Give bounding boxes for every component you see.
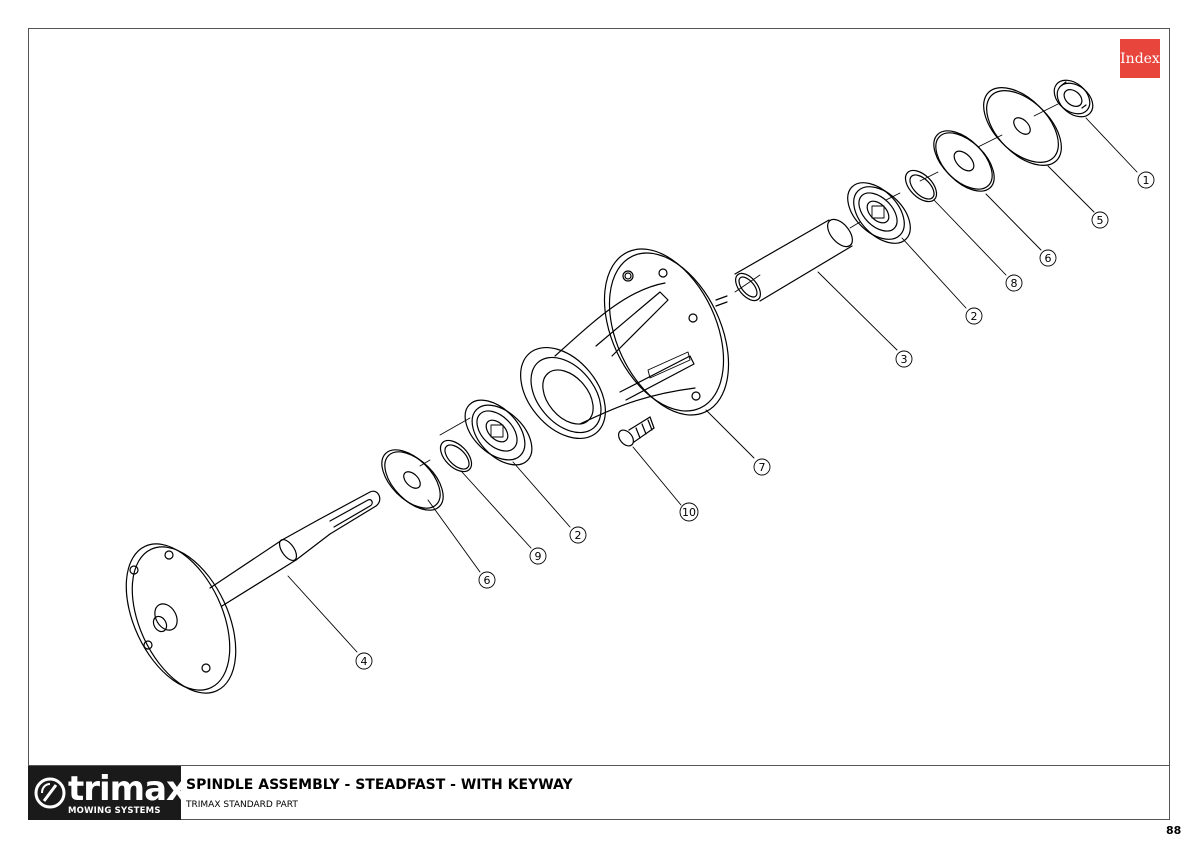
callout-6-upper: 6 (1039, 249, 1057, 267)
part-6-washer-lower (381, 449, 444, 511)
part-6-washer-upper (933, 130, 995, 192)
svg-text:3: 3 (901, 353, 908, 366)
callout-3: 3 (895, 350, 913, 368)
svg-text:4: 4 (361, 655, 368, 668)
leader-lines (287, 117, 1138, 653)
svg-text:2: 2 (971, 310, 978, 323)
callout-6-lower: 6 (478, 571, 496, 589)
brand-name: trimax (68, 769, 181, 809)
part-10-stud (618, 416, 655, 447)
logo-swirl-icon (34, 777, 66, 809)
part-4-spindle-shaft (125, 490, 381, 694)
part-2-bearing-lower (464, 399, 533, 466)
svg-text:9: 9 (535, 550, 542, 563)
svg-text:2: 2 (575, 529, 582, 542)
part-2-bearing-upper (847, 182, 911, 244)
part-5-cover-plate (983, 87, 1062, 166)
drawing-frame (28, 28, 1170, 820)
callout-5: 5 (1091, 211, 1109, 229)
svg-text:6: 6 (484, 574, 491, 587)
callout-4: 4 (355, 652, 373, 670)
index-button[interactable]: Index (1120, 39, 1160, 78)
brand-tagline: MOWING SYSTEMS (68, 806, 161, 816)
callout-balloons: 1 5 6 8 2 3 7 10 2 9 6 4 (355, 171, 1155, 670)
svg-text:7: 7 (759, 461, 766, 474)
brand-logo: trimax MOWING SYSTEMS (28, 766, 181, 820)
svg-text:6: 6 (1045, 252, 1052, 265)
page-number: 88 (1166, 824, 1182, 837)
drawing-title: SPINDLE ASSEMBLY - STEADFAST - WITH KEYW… (186, 777, 573, 793)
svg-text:8: 8 (1011, 277, 1018, 290)
part-7-spindle-housing (520, 248, 730, 440)
part-8-circlip (904, 169, 938, 203)
callout-1: 1 (1137, 171, 1155, 189)
callout-2-upper: 2 (965, 307, 983, 325)
callout-2-lower: 2 (569, 526, 587, 544)
assembly-axis (419, 103, 1059, 467)
part-1-lock-nut (1053, 79, 1094, 118)
part-9-circlip (439, 439, 473, 473)
callout-8: 8 (1005, 274, 1023, 292)
callout-7: 7 (753, 458, 771, 476)
svg-text:1: 1 (1143, 174, 1150, 187)
svg-text:10: 10 (682, 506, 696, 519)
part-3-spacer-tube (734, 218, 853, 302)
title-block: trimax MOWING SYSTEMS SPINDLE ASSEMBLY -… (28, 765, 1170, 820)
drawing-subtitle: TRIMAX STANDARD PART (186, 800, 298, 810)
svg-text:5: 5 (1097, 214, 1104, 227)
callout-10: 10 (679, 502, 699, 522)
callout-9: 9 (529, 547, 547, 565)
